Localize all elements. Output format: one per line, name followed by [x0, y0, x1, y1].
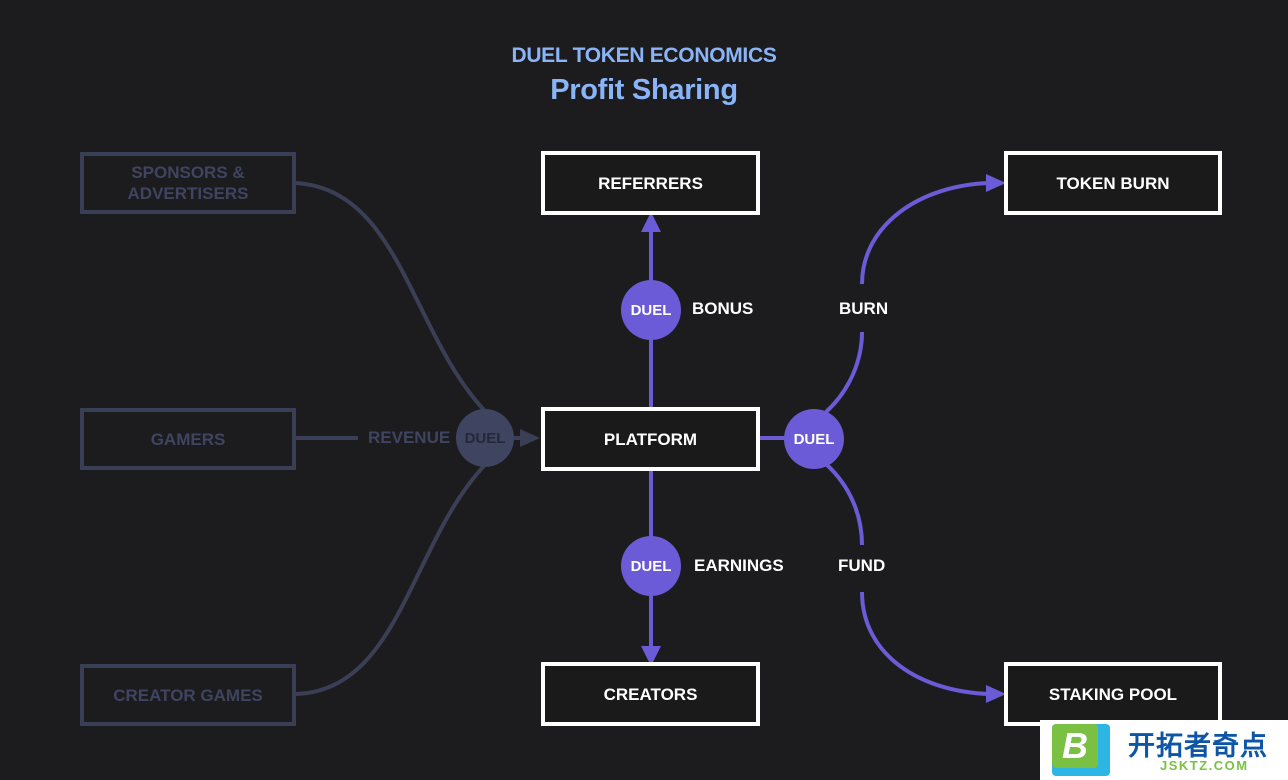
creators-arrowhead [641, 646, 661, 666]
revenue-duel-token: DUEL [456, 409, 514, 467]
watermark-title: 开拓者奇点 [1128, 731, 1268, 761]
staking-pool-arrowhead [986, 685, 1006, 703]
creator-games-flow-line [295, 464, 486, 696]
burn-label: BURN [839, 299, 889, 318]
fund-to-staking-pool-line [860, 591, 991, 696]
fund-label: FUND [838, 556, 886, 575]
creator-games-box: CREATOR GAMES [80, 664, 296, 726]
distribution-to-burn-line [824, 331, 864, 414]
sponsors-advertisers-box: SPONSORS & ADVERTISERS [80, 152, 296, 214]
gamers-box: GAMERS [80, 408, 296, 470]
bonus-label: BONUS [692, 299, 754, 318]
bonus-duel-token: DUEL [621, 280, 681, 340]
diagram-subtitle: DUEL TOKEN ECONOMICS [511, 44, 777, 67]
sponsors-flow-line [295, 181, 486, 412]
creators-box: CREATORS [541, 662, 760, 726]
earnings-duel-token: DUEL [621, 536, 681, 596]
watermark: B 开拓者奇点 JSKTZ.COM [1040, 720, 1288, 780]
token-burn-box: TOKEN BURN [1004, 151, 1222, 215]
distribution-duel-token: DUEL [784, 409, 844, 469]
watermark-url: JSKTZ.COM [1160, 758, 1249, 773]
watermark-logo-letter: B [1052, 724, 1098, 768]
token-burn-arrowhead [986, 174, 1006, 192]
earnings-label: EARNINGS [694, 556, 784, 575]
watermark-logo-icon: B [1052, 724, 1110, 776]
referrers-arrowhead [641, 212, 661, 232]
revenue-arrowhead [520, 429, 540, 447]
referrers-box: REFERRERS [541, 151, 760, 215]
staking-pool-box: STAKING POOL [1004, 662, 1222, 726]
platform-box: PLATFORM [541, 407, 760, 471]
diagram-title: Profit Sharing [550, 74, 738, 106]
distribution-to-fund-line [824, 462, 864, 546]
burn-to-token-burn-line [860, 181, 991, 285]
revenue-label: REVENUE [368, 428, 451, 447]
